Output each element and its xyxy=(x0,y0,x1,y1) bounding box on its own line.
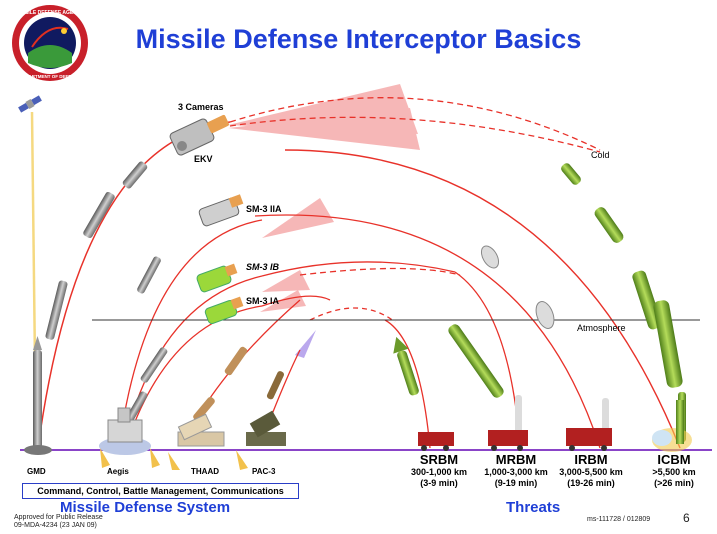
threat-name-mrbm: MRBM xyxy=(495,452,537,467)
logo-text-bottom: DEPARTMENT OF DEFENSE xyxy=(20,74,81,79)
mrbm-missile-icon xyxy=(448,324,504,398)
pac3-missile-icon xyxy=(266,371,284,400)
release-id: 09-MDA-4234 (23 JAN 09) xyxy=(14,522,97,529)
release-note: Approved for Public Release xyxy=(14,514,103,521)
pac3-cone xyxy=(295,330,316,358)
atmosphere-label: Atmosphere xyxy=(577,323,626,333)
threat-range-irbm: 3,000-5,500 km xyxy=(559,467,623,477)
sm3-ia-label: SM-3 IA xyxy=(246,296,280,306)
srbm-trajectory xyxy=(384,319,431,449)
threat-time-icbm: (>26 min) xyxy=(654,478,694,488)
mrbm-launcher-icon xyxy=(488,430,528,451)
sm3-ib-label: SM-3 IB xyxy=(246,262,280,272)
sm3-ia-icon xyxy=(204,296,244,325)
aegis-ship-icon xyxy=(99,407,160,468)
sensor-cones xyxy=(228,84,420,358)
threat-time-mrbm: (9-19 min) xyxy=(494,478,538,488)
srbm-warhead-icon xyxy=(480,245,500,269)
mda-logo: MISSILE DEFENSE AGENCY DEPARTMENT OF DEF… xyxy=(12,5,88,81)
ekv-icon xyxy=(169,114,229,156)
srbm-missile-icon xyxy=(393,336,419,396)
gmd-stage-icons xyxy=(45,161,148,340)
sm3-ia-cone xyxy=(260,290,306,312)
threat-time-irbm: (19-26 min) xyxy=(567,478,615,488)
sm3-iia-arc xyxy=(119,219,263,441)
aegis-label: Aegis xyxy=(107,467,129,476)
threat-range-mrbm: 1,000-3,000 km xyxy=(484,467,548,477)
threat-range-srbm: 300-1,000 km xyxy=(410,467,468,477)
gmd-missile-icon xyxy=(33,336,42,448)
threat-range-icbm: >5,500 km xyxy=(652,467,696,477)
threat-name-srbm: SRBM xyxy=(419,452,459,467)
defense-system-heading: Missile Defense System xyxy=(60,499,231,516)
threat-name-icbm: ICBM xyxy=(657,452,691,467)
threats-heading: Threats xyxy=(506,499,561,516)
ekv-cone-2 xyxy=(228,108,420,150)
sm3-ib-icon xyxy=(196,263,238,293)
icbm-stage-icons xyxy=(561,163,686,442)
sm3-iia-label: SM-3 IIA xyxy=(246,204,282,214)
sm3-iia-icon xyxy=(198,194,244,227)
srbm-dashed xyxy=(309,307,396,323)
threat-time-srbm: (3-9 min) xyxy=(420,478,458,488)
thaad-missile-icon xyxy=(193,346,248,422)
sm3-ib-cone xyxy=(262,270,310,292)
document-id: ms-111728 / 012809 xyxy=(587,516,651,523)
sm3-ia-to-threat xyxy=(261,295,331,307)
page-number: 6 xyxy=(683,511,690,525)
pac3-label: PAC-3 xyxy=(252,467,276,476)
thaad-launcher-icon xyxy=(168,413,225,470)
page-title: Missile Defense Interceptor Basics xyxy=(135,24,582,54)
pac3-launcher-icon xyxy=(236,410,286,470)
cold-label: Cold xyxy=(591,150,610,160)
cameras-label: 3 Cameras xyxy=(178,102,224,112)
sm3-iia-cone xyxy=(262,198,334,238)
irbm-missile-icon xyxy=(515,395,609,436)
icbm-trajectory xyxy=(284,149,681,449)
ekv-label: EKV xyxy=(194,154,213,164)
command-control-box: Command, Control, Battle Management, Com… xyxy=(22,483,299,499)
gmd-silo-icon xyxy=(24,445,52,455)
logo-text-top: MISSILE DEFENSE AGENCY xyxy=(16,10,84,16)
threat-name-irbm: IRBM xyxy=(574,452,608,467)
aegis-missile-icons xyxy=(124,256,168,425)
gmd-label: GMD xyxy=(27,467,46,476)
ekv-path-2 xyxy=(229,116,601,153)
irbm-launcher-icon xyxy=(566,428,612,451)
mrbm-trajectory xyxy=(454,271,521,449)
satellite-icon xyxy=(18,95,42,113)
icbm-silo-icon xyxy=(652,400,692,452)
sm3-to-threat xyxy=(261,261,456,277)
irbm-trajectory xyxy=(254,214,601,449)
sm3-ia-arc xyxy=(127,305,263,441)
ekv-path-1 xyxy=(229,97,601,151)
thaad-label: THAAD xyxy=(191,467,219,476)
mrbm-warhead-icon xyxy=(535,301,555,329)
mrbm-dashed xyxy=(299,267,461,276)
srbm-launcher-icon xyxy=(418,432,454,451)
